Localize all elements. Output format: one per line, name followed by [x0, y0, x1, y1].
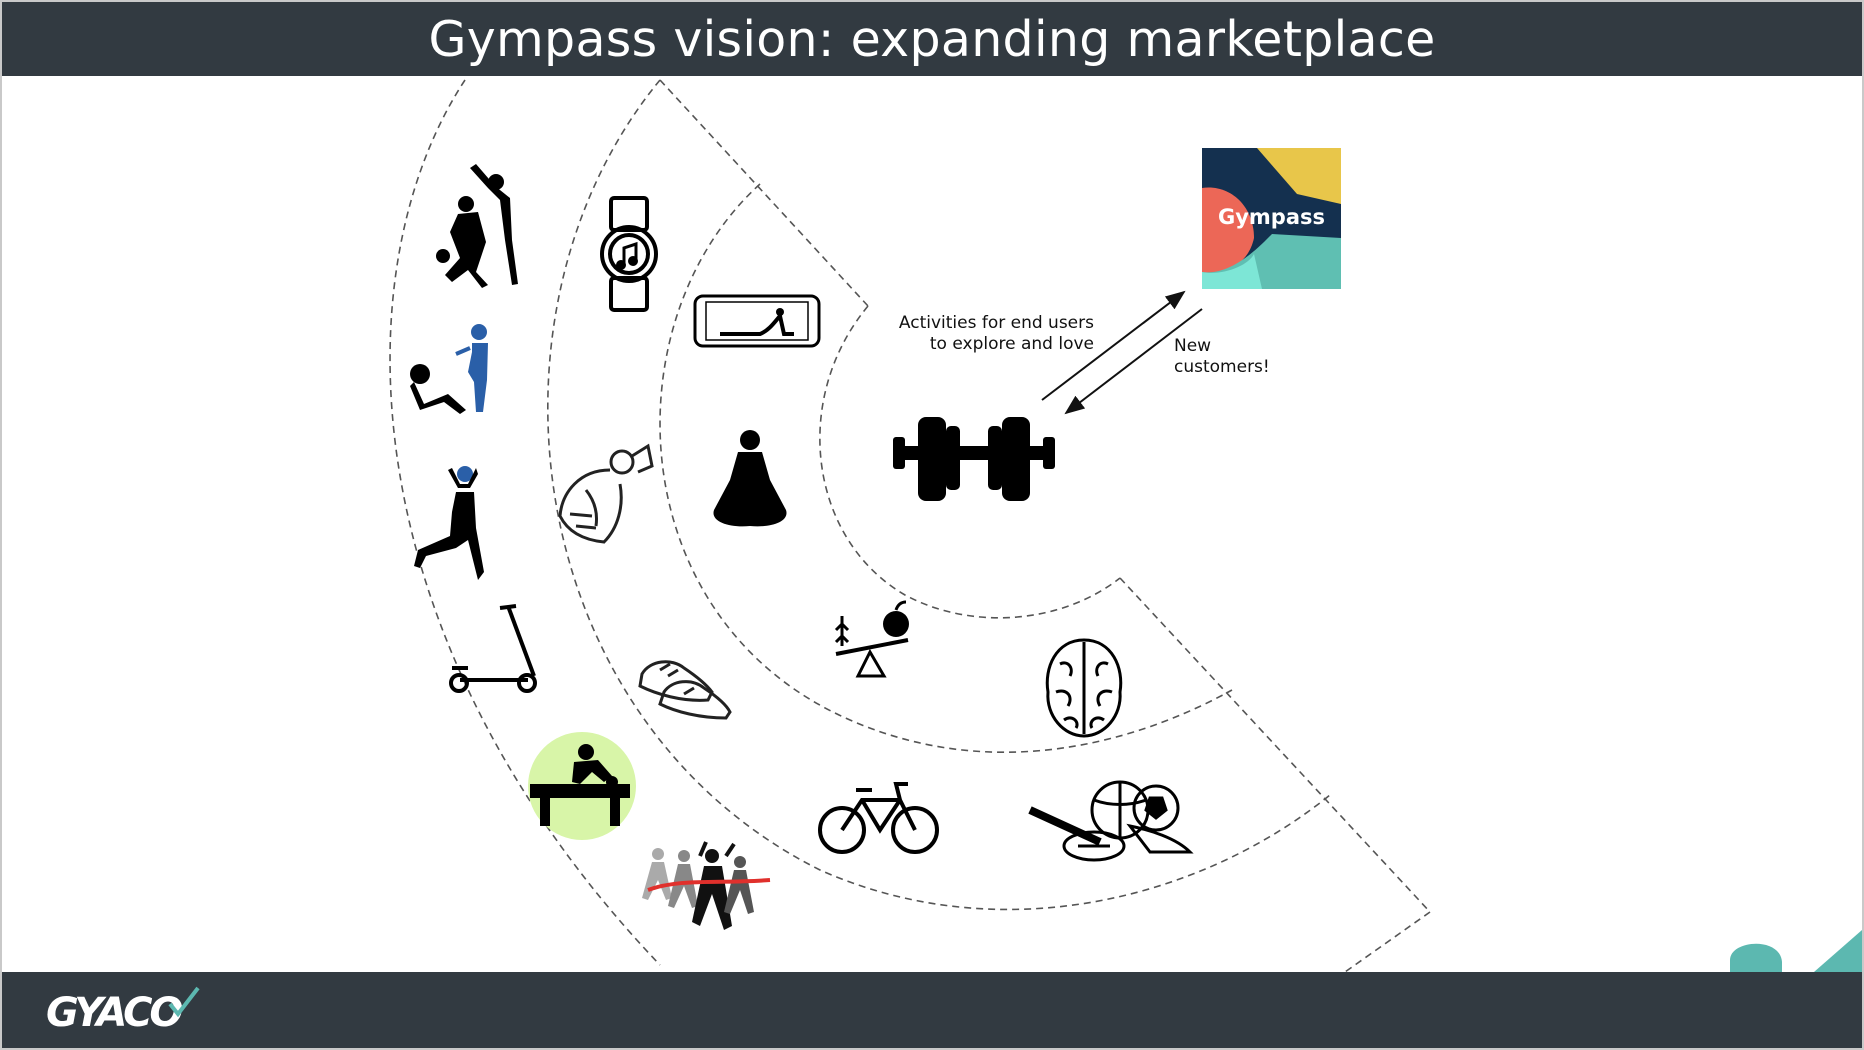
phone-yoga-video-icon: [693, 294, 821, 348]
arrow-to-gympass: [1041, 290, 1186, 401]
sports-balls-icon: [1028, 780, 1194, 862]
dumbbell-icon: [893, 417, 1055, 501]
page-title: Gympass vision: expanding marketplace: [428, 10, 1436, 68]
nutrition-balance-icon: [834, 600, 909, 678]
activities-annotation: Activities for end users to explore and …: [840, 313, 1094, 355]
outer-ring-arc: [389, 79, 661, 966]
gympass-logo: Gympass: [1202, 148, 1341, 289]
massage-icon: [528, 732, 636, 840]
bicycle-icon: [818, 782, 939, 854]
ring-cut-bottom-outer: [1344, 911, 1431, 973]
meditation-icon: [713, 430, 787, 527]
smartwatch-icon: [600, 196, 658, 312]
customers-line-2: customers!: [1174, 357, 1270, 377]
middle-inner-arc: [659, 183, 1233, 754]
middle-outer-arc: [547, 79, 1331, 911]
running-race-icon: [642, 841, 771, 930]
arrow-from-gympass: [1064, 308, 1203, 415]
brain-icon: [1045, 638, 1123, 738]
gympass-logo-shapes: [1202, 148, 1341, 289]
footer-logo-check-icon: [168, 986, 200, 1018]
ring-cut-bottom: [1119, 577, 1431, 913]
activities-line-2: to explore and love: [929, 334, 1094, 354]
volleyball-player-icon: [414, 466, 484, 580]
gympass-logo-text: Gympass: [1217, 205, 1325, 229]
scooter-icon: [449, 604, 537, 693]
footer-logo: GYACO: [46, 990, 183, 1036]
basketball-players-icon: [436, 164, 518, 288]
footer-bar: [2, 972, 1862, 1048]
title-bar: Gympass vision: expanding marketplace: [2, 2, 1862, 76]
ring-cut-top: [659, 79, 869, 307]
bodybuilder-icon: [558, 443, 654, 544]
activities-line-1: Activities for end users: [898, 313, 1094, 333]
customers-line-1: New: [1174, 336, 1212, 356]
personal-trainer-situp-icon: [410, 324, 488, 414]
customers-annotation: New customers!: [1174, 336, 1270, 378]
inner-ring-arc: [819, 305, 1121, 619]
sneakers-icon: [638, 660, 732, 720]
